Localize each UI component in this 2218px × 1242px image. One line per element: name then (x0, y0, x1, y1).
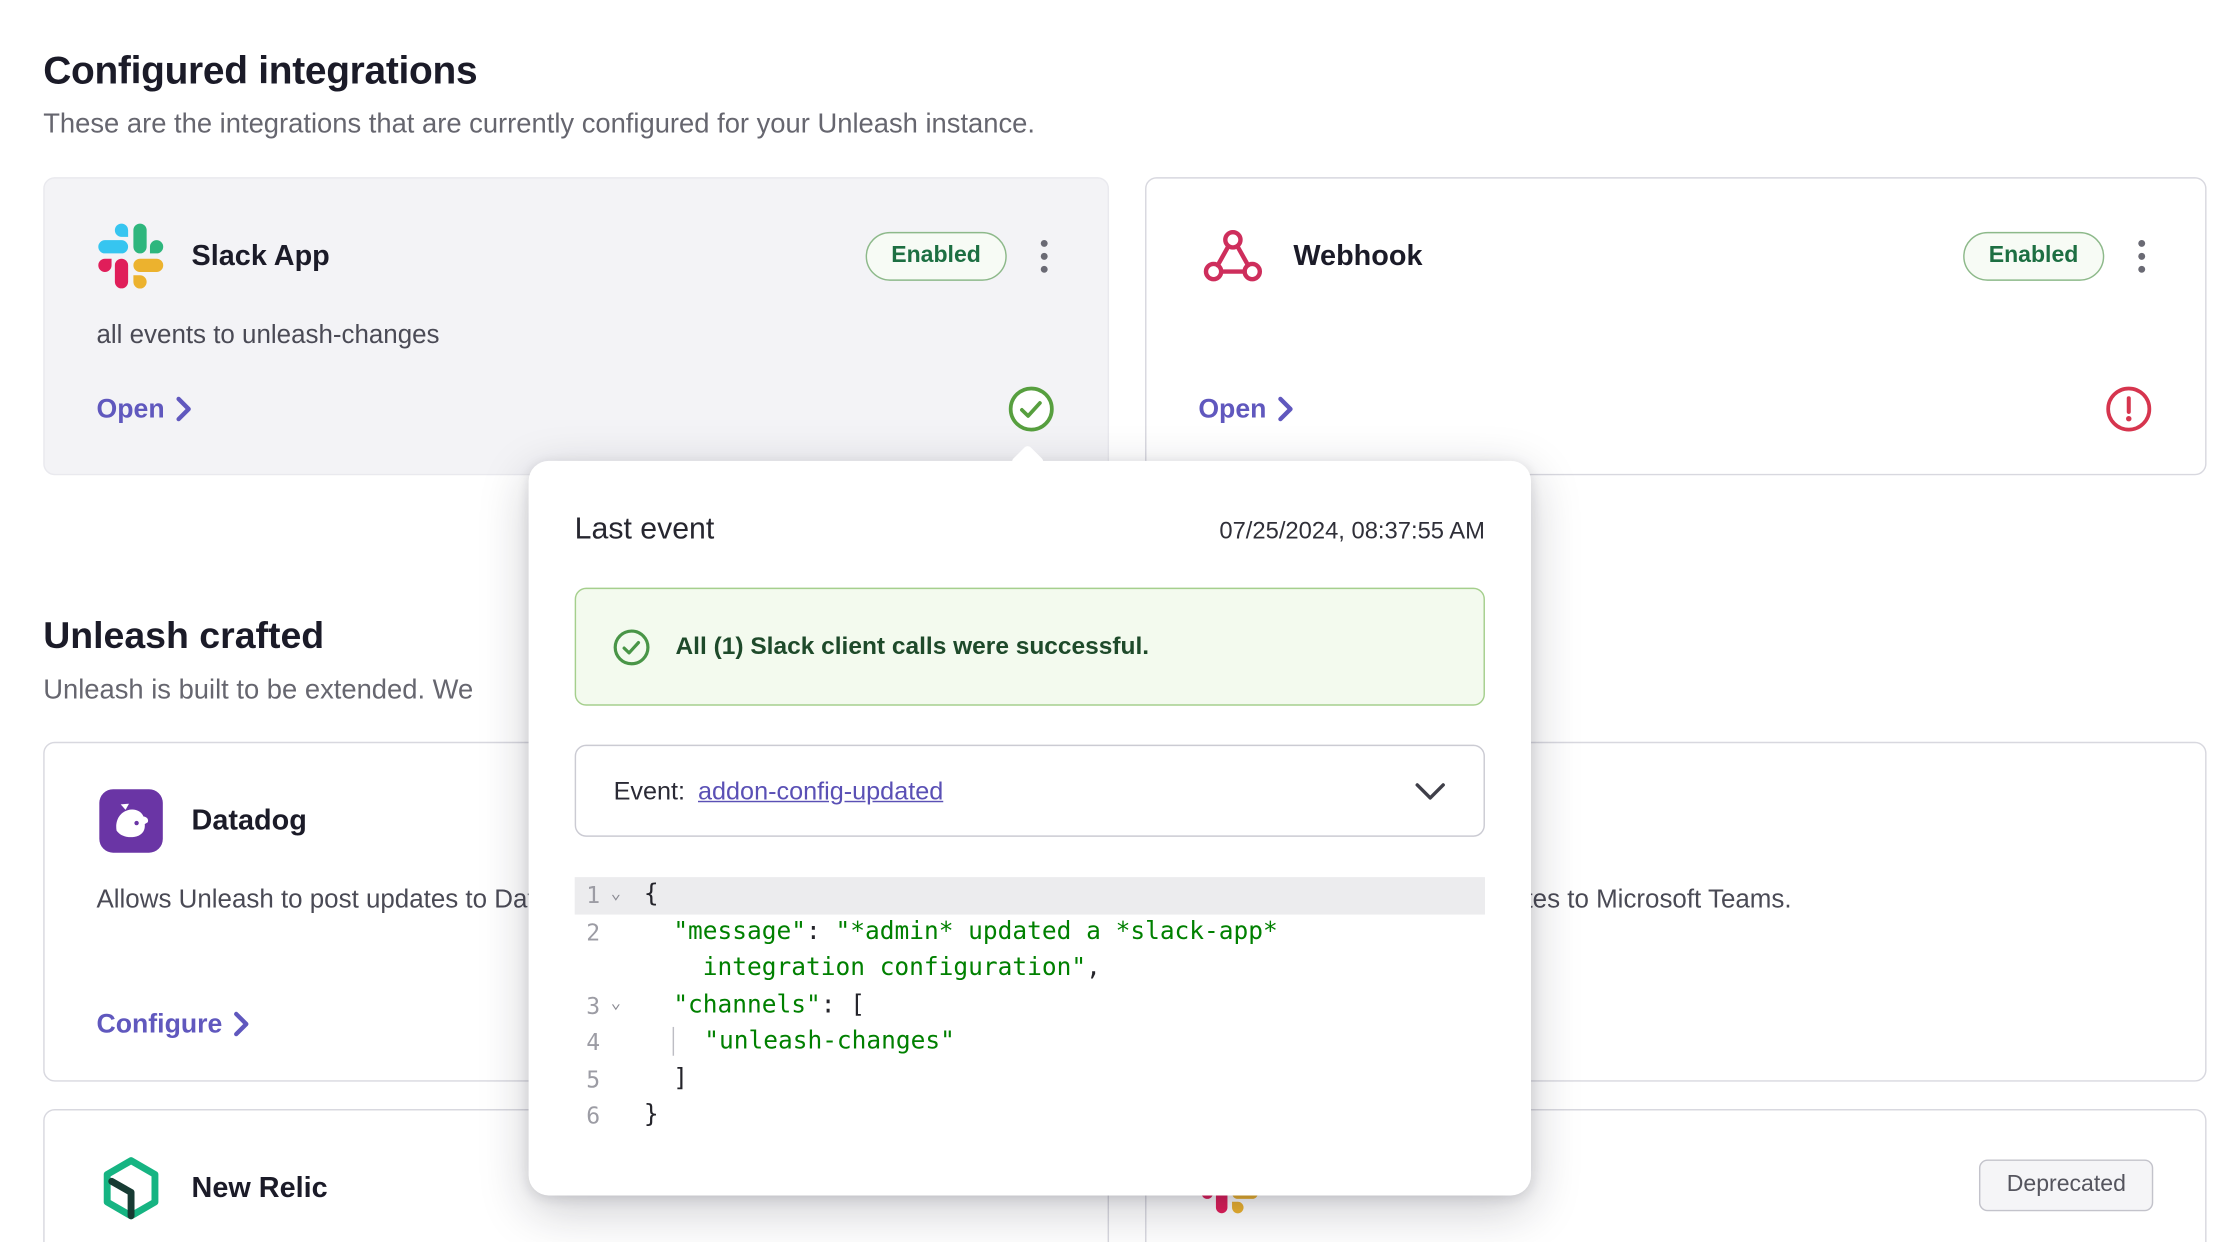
page-header: Configured integrations These are the in… (43, 49, 1035, 141)
slack-app-icon (97, 222, 166, 291)
line-number: 2 (586, 918, 601, 946)
chevron-right-icon (176, 396, 192, 422)
crafted-section-header: Unleash crafted Unleash is built to be e… (43, 614, 473, 708)
card-header: Datadog (97, 786, 1056, 855)
card-footer: Open (97, 385, 1056, 434)
integration-name: Datadog (191, 804, 307, 837)
code-gutter: 1⌄ (575, 877, 644, 914)
integration-name: Slack App (191, 239, 330, 272)
error-status-icon[interactable] (2104, 385, 2153, 434)
code-line: 6} (575, 1098, 1485, 1135)
integration-name: Webhook (1293, 239, 1423, 272)
success-alert: All (1) Slack client calls were successf… (574, 587, 1485, 706)
event-payload-code: 1⌄{2 "message": "*admin* updated a *slac… (574, 877, 1485, 1135)
more-menu-button[interactable] (1033, 232, 1056, 281)
code-line: 4 "unleash-changes" (575, 1024, 1485, 1061)
page-subtitle: These are the integrations that are curr… (43, 109, 1036, 140)
event-selector[interactable]: Event: addon-config-updated (574, 744, 1485, 837)
popover-title: Last event (574, 512, 715, 546)
code-line: 1⌄{ (574, 877, 1485, 914)
more-menu-button[interactable] (2130, 232, 2153, 281)
line-number: 4 (586, 1028, 601, 1056)
crafted-subtitle: Unleash is built to be extended. We (43, 675, 474, 706)
code-text: { (643, 880, 659, 909)
open-link[interactable]: Open (1198, 393, 1295, 425)
code-text: } (643, 1100, 659, 1130)
code-text: "channels": [ (673, 990, 865, 1020)
line-number: 1 (586, 881, 601, 909)
code-text: "message": "*admin* updated a *slack-app… (673, 916, 1278, 946)
card-footer: Configure (97, 1008, 1056, 1040)
integration-card-webhook: Webhook Enabled Open (1145, 177, 2207, 476)
integration-name: New Relic (191, 1171, 328, 1204)
check-circle-icon (613, 628, 650, 665)
chevron-right-icon (234, 1011, 249, 1037)
code-line: 3⌄ "channels": [ (575, 987, 1485, 1024)
integration-description: Allows Unleash to post updates to Datado… (96, 884, 600, 914)
card-footer: Open (1198, 385, 2153, 434)
deprecated-badge: Deprecated (1979, 1159, 2154, 1212)
status-badge: Enabled (865, 231, 1007, 281)
code-gutter: 5 (575, 1061, 644, 1098)
event-timestamp: 07/25/2024, 08:37:55 AM (1219, 518, 1485, 545)
webhook-icon (1198, 222, 1267, 291)
success-alert-message: All (1) Slack client calls were successf… (675, 632, 1150, 660)
crafted-title: Unleash crafted (43, 613, 325, 657)
integration-description: all events to unleash-changes (96, 319, 440, 349)
kebab-icon (2138, 239, 2146, 273)
configured-integrations-row: Slack App Enabled all events to unleash-… (43, 177, 2207, 476)
code-gutter (575, 951, 644, 988)
code-gutter: 3⌄ (575, 987, 644, 1024)
fold-toggle-icon[interactable]: ⌄ (610, 992, 622, 1013)
line-number: 6 (586, 1101, 601, 1130)
success-status-icon[interactable] (1007, 385, 1056, 434)
code-text: "unleash-changes" (644, 1024, 1485, 1061)
code-line: 2 "message": "*admin* updated a *slack-a… (575, 914, 1485, 951)
integration-card-slack-app: Slack App Enabled all events to unleash-… (43, 177, 1110, 476)
code-text: ] (643, 1063, 689, 1093)
code-line: 5 ] (575, 1061, 1485, 1098)
card-header: Webhook Enabled (1198, 222, 2153, 291)
event-name-link[interactable]: addon-config-updated (698, 775, 944, 805)
last-event-popover: Last event 07/25/2024, 08:37:55 AM All (… (528, 460, 1532, 1196)
fold-toggle-icon[interactable]: ⌄ (610, 882, 622, 903)
line-number: 5 (586, 1065, 601, 1093)
code-line: integration configuration", (575, 951, 1485, 988)
code-text: integration configuration", (702, 953, 1101, 983)
card-header: Slack App Enabled (97, 222, 1056, 291)
kebab-icon (1040, 239, 1048, 273)
card-header: New Relic (97, 1154, 1056, 1223)
open-link[interactable]: Open (97, 393, 194, 425)
open-link-label: Open (1198, 393, 1267, 424)
code-gutter: 6 (575, 1098, 644, 1135)
code-gutter: 4 (575, 1024, 644, 1061)
popover-header: Last event 07/25/2024, 08:37:55 AM (575, 513, 1485, 548)
open-link-label: Open (96, 393, 165, 424)
line-number: 3 (586, 991, 601, 1020)
page-title: Configured integrations (43, 48, 478, 93)
chevron-right-icon (1278, 396, 1294, 422)
configure-link-label: Configure (96, 1008, 223, 1039)
new-relic-icon (97, 1154, 166, 1223)
chevron-down-icon[interactable] (1414, 781, 1446, 800)
datadog-icon (97, 786, 166, 855)
configure-link[interactable]: Configure (97, 1008, 252, 1040)
status-badge: Enabled (1962, 231, 2105, 281)
event-select-label: Event: (613, 775, 686, 805)
code-gutter: 2 (575, 914, 644, 951)
